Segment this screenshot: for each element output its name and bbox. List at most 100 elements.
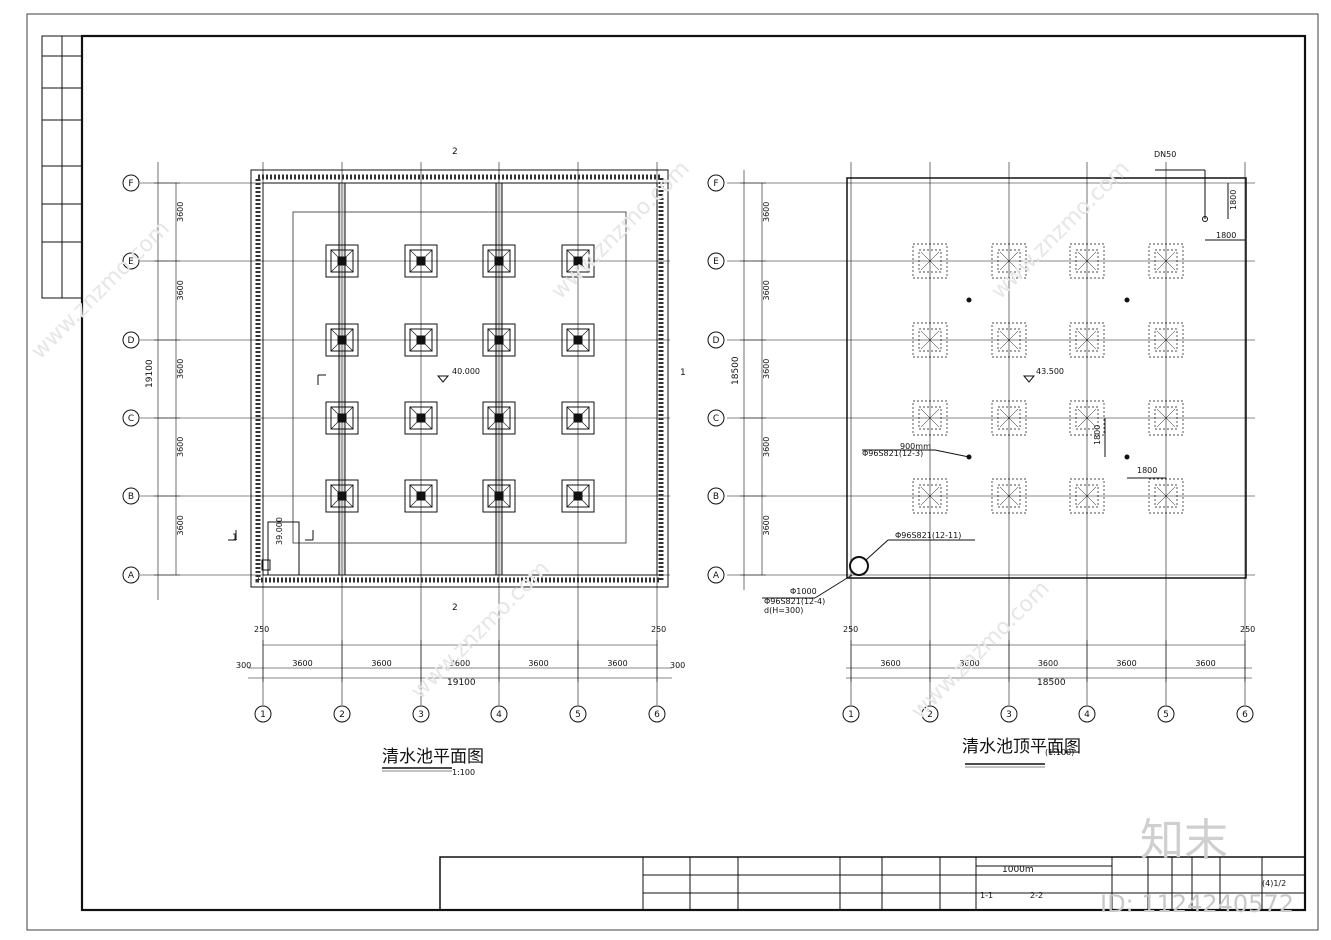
right-column-footing-dashed [991, 243, 1027, 279]
left-col-bubble-5 [569, 705, 587, 723]
left-section-bottom: 2 [452, 603, 458, 613]
ref-12-11: Φ96S821(12-11) [895, 531, 961, 540]
left-column-cap [409, 484, 433, 508]
left-column-footing [482, 479, 516, 513]
left-column-core [494, 335, 504, 345]
right-column-cross-b [920, 330, 940, 350]
right-row-label-D: D [713, 336, 720, 346]
watermark-site-5: www.znzmo.com [907, 576, 1055, 724]
left-plan-scale: 1:100 [452, 768, 475, 777]
right-column-cross-b [1077, 408, 1097, 428]
right-vent-0 [966, 297, 972, 303]
left-row-bubble-C [122, 409, 140, 427]
right-column-footing-dashed [1069, 478, 1105, 514]
right-column-cross-b [1156, 330, 1176, 350]
left-column-footing [404, 323, 438, 357]
watermark-site-3: www.znzmo.com [987, 156, 1135, 304]
left-column-core [494, 491, 504, 501]
right-column-cross-b [920, 486, 940, 506]
vent-d900: 900mm [900, 442, 931, 451]
dim-1800-v2: 1800 [1093, 425, 1102, 445]
right-row-label-A: A [713, 571, 720, 581]
right-col-label-3: 3 [1006, 710, 1012, 720]
left-vdim-bay-2: 3600 [176, 359, 185, 379]
left-column-core [416, 491, 426, 501]
right-hdim-bay-3: 3600 [1116, 659, 1136, 668]
title-block-project: 1000m [1002, 865, 1034, 875]
left-sump-pit [267, 521, 300, 576]
right-vdim-bay-0: 3600 [762, 202, 771, 222]
left-column-footing [482, 323, 516, 357]
left-edge-300-r: 300 [670, 661, 685, 670]
right-edge-250-r: 250 [1240, 625, 1255, 634]
watermark-site-1: www.znzmo.com [27, 216, 175, 364]
right-column-cap-dashed [997, 484, 1021, 508]
left-row-bubble-E [122, 252, 140, 270]
left-vdim-bay-4: 3600 [176, 515, 185, 535]
left-column-footing [561, 479, 595, 513]
left-row-label-B: B [128, 492, 134, 502]
right-column-footing-dashed [912, 478, 948, 514]
right-column-cap-dashed [1154, 249, 1178, 273]
left-overall-width: 19100 [447, 678, 476, 688]
left-hdim-bay-1: 3600 [371, 659, 391, 668]
left-wall-hatch [255, 174, 664, 583]
right-manhole [849, 556, 869, 576]
right-row-label-E: E [713, 257, 719, 267]
title-block-sheet: (4)1/2 [1262, 879, 1286, 888]
left-outer-wall [250, 169, 669, 588]
outer-sheet-border [26, 13, 1319, 931]
left-baffle-line [292, 211, 627, 544]
manhole-d1000: Φ1000 [790, 587, 817, 596]
left-column-core [337, 335, 347, 345]
left-sump-outlet [261, 559, 271, 571]
right-hdim-bay-2: 3600 [1038, 659, 1058, 668]
right-vdim-bay-4: 3600 [762, 515, 771, 535]
left-column-cap [566, 249, 590, 273]
left-column-cap [409, 406, 433, 430]
right-column-cap-dashed [1154, 406, 1178, 430]
right-column-cap-dashed [1075, 406, 1099, 430]
left-row-label-F: F [128, 179, 133, 189]
right-col-label-1: 1 [848, 710, 854, 720]
left-vdim-bay-3: 3600 [176, 437, 185, 457]
right-col-bubble-3 [1000, 705, 1018, 723]
right-overall-width: 18500 [1037, 678, 1066, 688]
right-col-label-4: 4 [1084, 710, 1090, 720]
right-column-footing-dashed [991, 322, 1027, 358]
left-column-core [494, 413, 504, 423]
left-edge-250-l: 250 [254, 625, 269, 634]
left-column-core [494, 256, 504, 266]
dim-1800-h1: 1800 [1216, 231, 1236, 240]
left-column-footing [325, 479, 359, 513]
right-manhole-leader-2 [814, 574, 853, 599]
right-column-footing-dashed [991, 478, 1027, 514]
right-roof-outline [846, 177, 1247, 579]
right-column-footing-dashed [1148, 322, 1184, 358]
right-column-footing-dashed [1069, 400, 1105, 436]
right-vent-3 [1124, 454, 1130, 460]
left-column-footing [482, 401, 516, 435]
dim-1800-h2: 1800 [1137, 466, 1157, 475]
right-column-cap-dashed [1154, 484, 1178, 508]
right-column-cap-dashed [918, 406, 942, 430]
right-row-bubble-E [707, 252, 725, 270]
right-col-bubble-6 [1236, 705, 1254, 723]
right-plan-scale: (1:100) [1045, 748, 1074, 757]
left-col-bubble-3 [412, 705, 430, 723]
left-hdim-bay-0: 3600 [292, 659, 312, 668]
right-vdim-bay-1: 3600 [762, 280, 771, 300]
left-column-core [573, 256, 583, 266]
left-column-core [416, 413, 426, 423]
left-col-bubble-4 [490, 705, 508, 723]
left-row-label-C: C [128, 414, 134, 424]
right-column-cross-b [999, 251, 1019, 271]
left-plan-title: 清水池平面图 [382, 747, 484, 767]
right-row-label-B: B [713, 492, 719, 502]
right-column-footing-dashed [1148, 243, 1184, 279]
right-vent-1 [1124, 297, 1130, 303]
title-block-drawing-2: 2-2 [1030, 891, 1043, 900]
dn50-label: DN50 [1154, 150, 1176, 159]
left-column-cap [566, 328, 590, 352]
